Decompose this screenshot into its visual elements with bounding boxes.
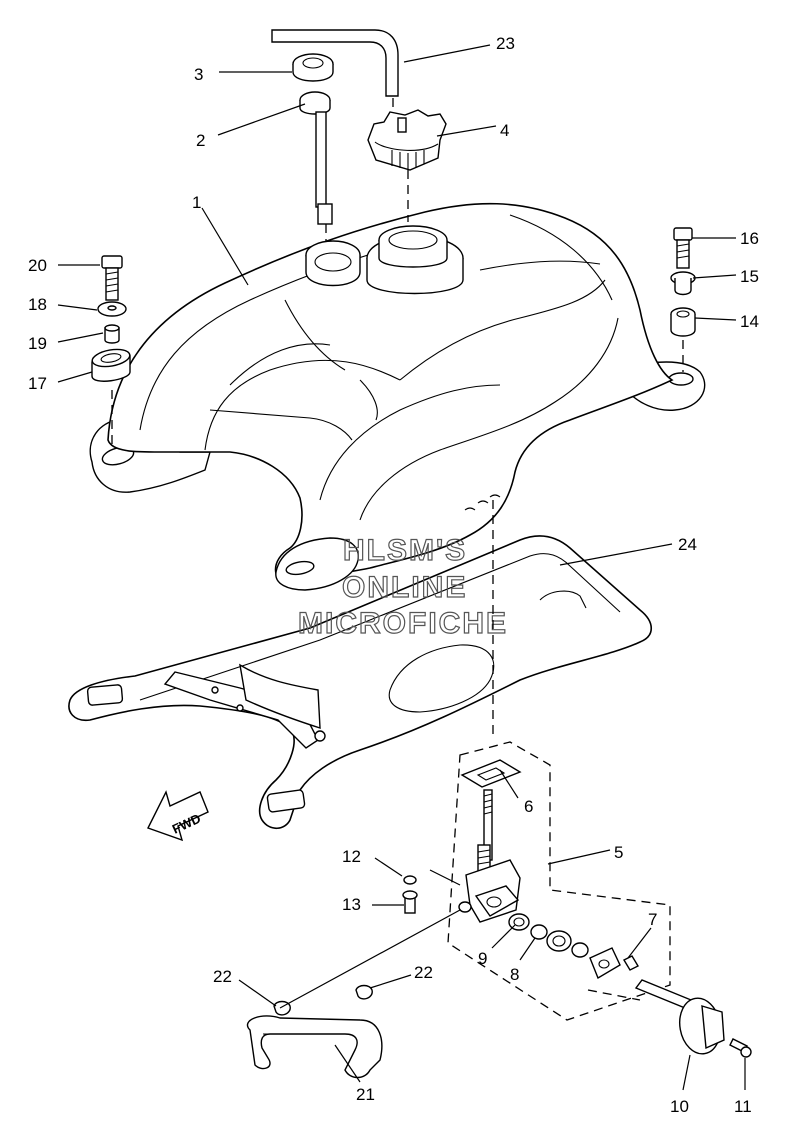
grommet [292,53,334,82]
callout-18: 18 [28,295,47,314]
fuel-level-gauge [299,91,333,225]
watermark: HLSM'S ONLINE MICROFICHE [297,533,508,640]
watermark-line-2: ONLINE [342,571,467,604]
callout-8: 8 [510,965,519,984]
callout-15: 15 [740,267,759,286]
callout-14: 14 [740,312,759,331]
hose-connector-line [279,909,461,1009]
callout-16: 16 [740,229,759,248]
callout-1: 1 [192,193,201,212]
callout-20: 20 [28,256,47,275]
clip-connector-line [429,869,461,886]
callout-22-right: 22 [414,963,433,982]
watermark-line-1: HLSM'S [343,534,467,567]
callout-13: 13 [342,895,361,914]
tank-carrier-bracket [68,535,653,830]
fuel-tank-cap [367,109,447,171]
callout-2: 2 [196,131,205,150]
callout-12: 12 [342,847,361,866]
callout-19: 19 [28,334,47,353]
callout-9: 9 [478,949,487,968]
callout-numbers: 1 2 3 4 5 6 7 8 9 10 11 12 13 14 15 16 1… [28,34,759,1116]
callout-10: 10 [670,1097,689,1116]
callout-21: 21 [356,1085,375,1104]
callout-7: 7 [648,910,657,929]
fuel-cock-assembly-outline [447,741,671,1021]
callout-24: 24 [678,535,697,554]
callout-22-left: 22 [213,967,232,986]
alignment-lines [111,98,684,1001]
callout-11: 11 [734,1097,752,1116]
callout-6: 6 [524,797,533,816]
fitting-hardware [402,875,418,914]
forward-direction-arrow: FWD [147,790,209,842]
right-mount-hardware [670,227,696,337]
watermark-line-3: MICROFICHE [298,607,508,640]
fuel-hose-assembly [246,984,383,1079]
fuel-cock-parts [458,759,752,1058]
left-mount-hardware [91,255,131,382]
fuel-tank [89,202,706,591]
callout-4: 4 [500,121,509,140]
breather-hose [271,29,399,97]
callout-23: 23 [496,34,515,53]
callout-3: 3 [194,65,203,84]
callout-leaders [57,44,746,1091]
callout-5: 5 [614,843,623,862]
callout-17: 17 [28,374,47,393]
